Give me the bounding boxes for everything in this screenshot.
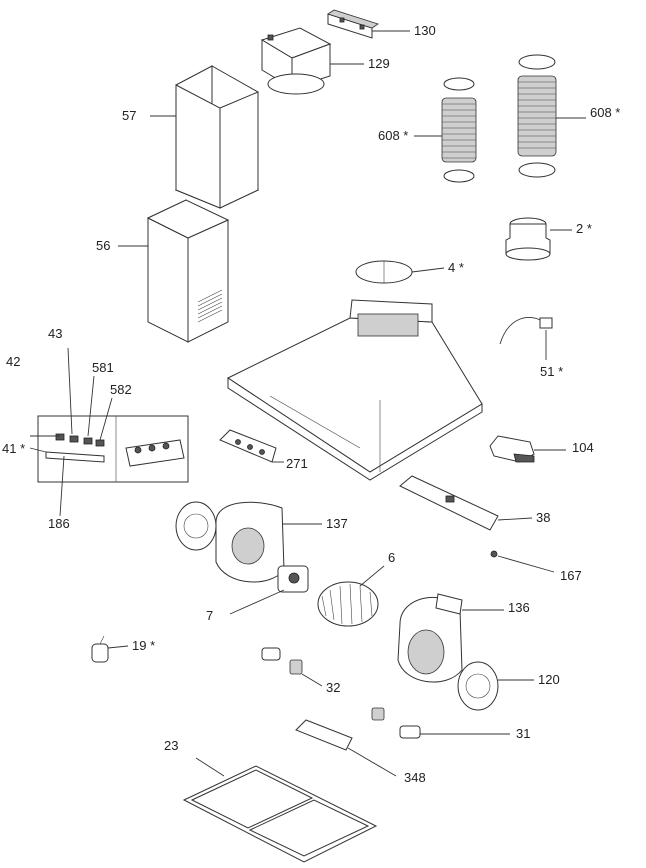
label-4: 4 * — [448, 260, 464, 275]
part-129-duct-connector — [260, 27, 364, 95]
label-136: 136 — [508, 600, 530, 615]
label-582: 582 — [110, 382, 132, 397]
label-2: 2 * — [576, 221, 592, 236]
part-167-screw — [490, 550, 555, 573]
label-51: 51 * — [540, 364, 563, 379]
label-608-right: 608 * — [590, 105, 620, 120]
label-32: 32 — [326, 680, 340, 695]
part-57-upper-chimney — [150, 65, 260, 209]
part-23-grease-filters — [182, 757, 378, 863]
part-51-cable — [499, 317, 553, 360]
label-41: 41 * — [2, 441, 25, 456]
label-31: 31 — [516, 726, 530, 741]
part-104 — [489, 435, 566, 463]
label-271: 271 — [286, 456, 308, 471]
label-6: 6 — [388, 550, 395, 565]
label-167: 167 — [560, 568, 582, 583]
part-136-blower-housing — [397, 593, 504, 683]
part-120-fan-guard — [457, 661, 534, 711]
part-348-light-cover — [295, 719, 397, 777]
hood-body — [226, 299, 483, 481]
label-129: 129 — [368, 56, 390, 71]
part-32-socket — [261, 647, 323, 687]
label-104: 104 — [572, 440, 594, 455]
part-19-capacitor — [91, 635, 129, 663]
label-38: 38 — [536, 510, 550, 525]
part-41-control-panel — [29, 347, 189, 517]
part-130-bracket — [327, 9, 410, 39]
part-6-impeller — [317, 565, 385, 627]
label-7: 7 — [206, 608, 213, 623]
part-4-damper — [355, 260, 445, 284]
label-581: 581 — [92, 360, 114, 375]
part-271-light-assembly — [219, 429, 284, 463]
label-43: 43 — [48, 326, 62, 341]
label-42: 42 — [6, 354, 20, 369]
label-19: 19 * — [132, 638, 155, 653]
label-348: 348 — [404, 770, 426, 785]
part-56-lower-chimney — [118, 199, 230, 343]
label-186: 186 — [48, 516, 70, 531]
part-137-blower-housing — [175, 501, 322, 583]
label-23: 23 — [164, 738, 178, 753]
part-608-flex-hose-right — [517, 54, 586, 178]
part-7-motor — [229, 565, 309, 615]
part-2-reducer — [505, 217, 572, 261]
label-608-left: 608 * — [378, 128, 408, 143]
label-137: 137 — [326, 516, 348, 531]
label-130: 130 — [414, 23, 436, 38]
label-57: 57 — [122, 108, 136, 123]
label-56: 56 — [96, 238, 110, 253]
part-608-flex-hose-left — [414, 77, 477, 183]
part-31-bulb — [371, 707, 510, 739]
label-120: 120 — [538, 672, 560, 687]
part-38-filter-tray — [399, 475, 533, 531]
